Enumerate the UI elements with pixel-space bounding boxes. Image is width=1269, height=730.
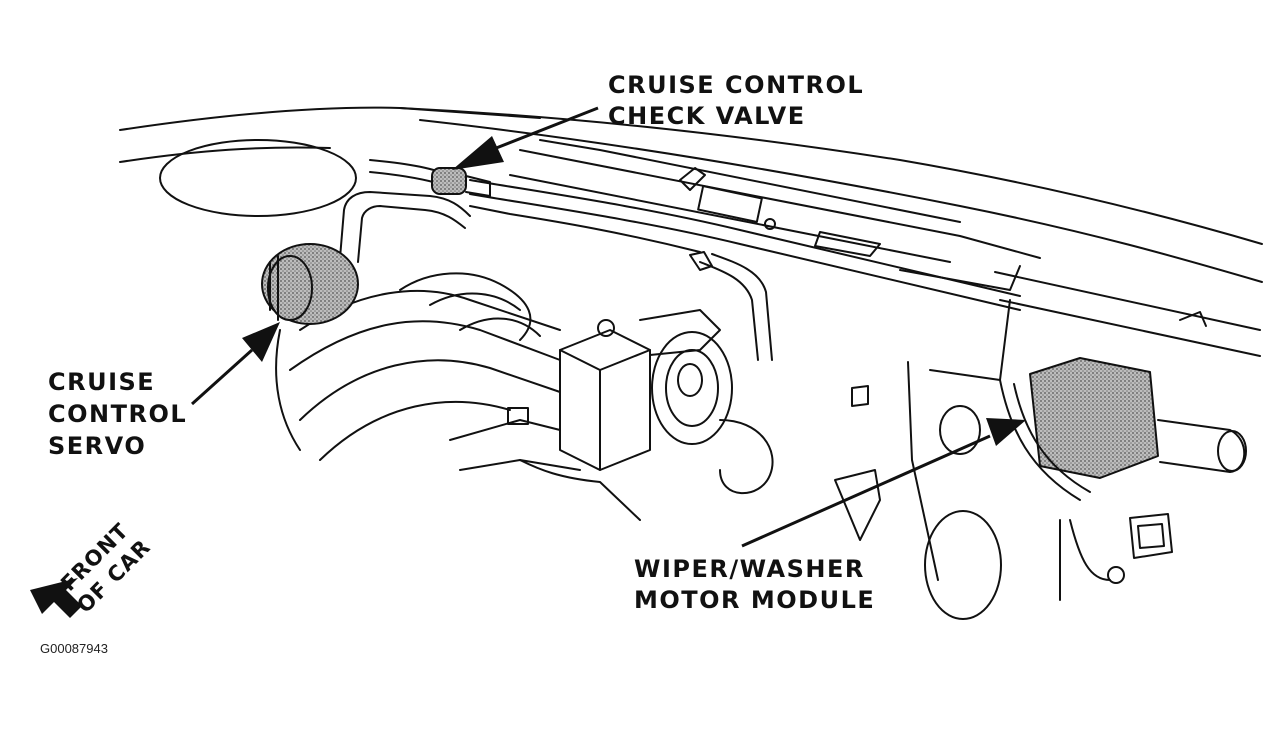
check-valve-label-line-2: CHECK VALVE — [608, 102, 806, 130]
cruise-control-servo — [261, 243, 359, 325]
check-valve-arrow — [452, 106, 599, 170]
servo-label-line-1: CRUISE — [48, 368, 156, 396]
wiper-module-label-line-1: WIPER/WASHER — [634, 555, 865, 583]
vacuum-hoses — [339, 159, 1021, 361]
strut-tower — [159, 139, 357, 217]
figure-id: G00087943 — [40, 641, 108, 656]
front-of-car-arrow — [30, 578, 82, 618]
servo-label: CRUISE CONTROL SERVO — [48, 366, 187, 462]
misc-hardware — [449, 407, 641, 521]
cowl-panel — [509, 139, 1261, 357]
servo-label-line-3: SERVO — [48, 432, 147, 460]
wiper-module-arrow — [741, 418, 1026, 548]
fender-outline — [119, 106, 1263, 283]
wiper-washer-motor-module — [999, 357, 1247, 501]
intake-manifold — [275, 272, 561, 461]
wiper-module-label: WIPER/WASHER MOTOR MODULE — [634, 554, 875, 616]
check-valve-label: CRUISE CONTROL CHECK VALVE — [608, 70, 864, 132]
throttle-body — [559, 309, 774, 495]
check-valve — [431, 167, 491, 197]
callout-arrows — [30, 106, 1026, 618]
check-valve-label-line-1: CRUISE CONTROL — [608, 71, 865, 99]
servo-label-line-2: CONTROL — [48, 400, 188, 428]
servo-arrow — [190, 322, 280, 406]
wiper-module-label-line-2: MOTOR MODULE — [634, 586, 876, 614]
